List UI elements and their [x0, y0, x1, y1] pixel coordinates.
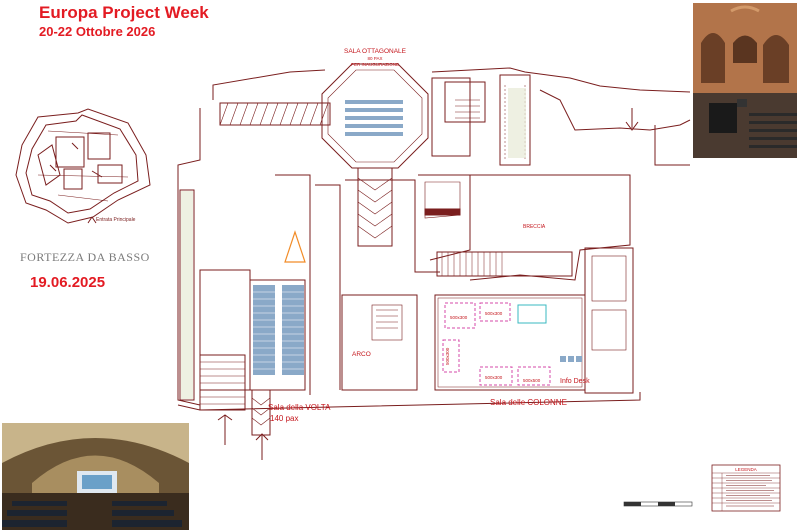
event-dates: 20-22 Ottobre 2026: [39, 24, 156, 39]
site-name: FORTEZZA DA BASSO: [20, 250, 150, 264]
page-title: Europa Project Week: [39, 3, 209, 22]
map-entrance-label: Entrata Principale: [96, 217, 136, 223]
stand-top-left-label: 500x300: [450, 315, 468, 320]
stage-marker: [284, 230, 306, 263]
volta-capacity: 140 pax: [270, 414, 298, 423]
site-map: Entrata Principale: [15, 108, 151, 224]
stand-bottom-middle-label: 500x300: [485, 375, 503, 380]
volta-name: Sala della VOLTA: [268, 403, 331, 412]
stand-left-vertical-label: 500x300: [445, 347, 450, 365]
stand-bottom-right-label: 500x500: [523, 378, 541, 383]
stand-top-middle: [479, 302, 511, 322]
legend-title: LEGENDA: [735, 467, 757, 472]
teal-stand: [517, 304, 547, 324]
stand-bottom-right: [517, 366, 551, 386]
volta-hall-photo: [2, 423, 189, 530]
sala-della-volta: [249, 279, 306, 391]
scale-bar: [623, 501, 693, 507]
sala-ottagonale: [321, 63, 429, 169]
legend: LEGENDA: [711, 464, 781, 512]
octagonal-title: SALA OTTAGONALE: [344, 48, 407, 55]
octagonal-hall-photo: [693, 3, 797, 158]
octagonal-note: PER INAUGURAZIONE: [351, 62, 399, 67]
colonne-label: Sala delle COLONNE: [490, 398, 567, 407]
breccia-label: BRECCIA: [523, 224, 546, 230]
stand-left-vertical: [442, 339, 460, 373]
stand-top-left: [444, 302, 476, 329]
arco-room: [341, 294, 418, 391]
red-bar: [424, 208, 461, 216]
visit-date: 19.06.2025: [30, 274, 106, 291]
upper-walkway: [219, 102, 331, 126]
main-staircase: [436, 251, 573, 277]
info-desk-label: Info Desk: [560, 378, 590, 385]
stand-top-middle-label: 500x300: [485, 311, 503, 316]
stand-bottom-middle: [479, 366, 513, 386]
arco-label: ARCO: [352, 351, 371, 358]
octagonal-capacity: 80 PAX: [368, 56, 383, 61]
